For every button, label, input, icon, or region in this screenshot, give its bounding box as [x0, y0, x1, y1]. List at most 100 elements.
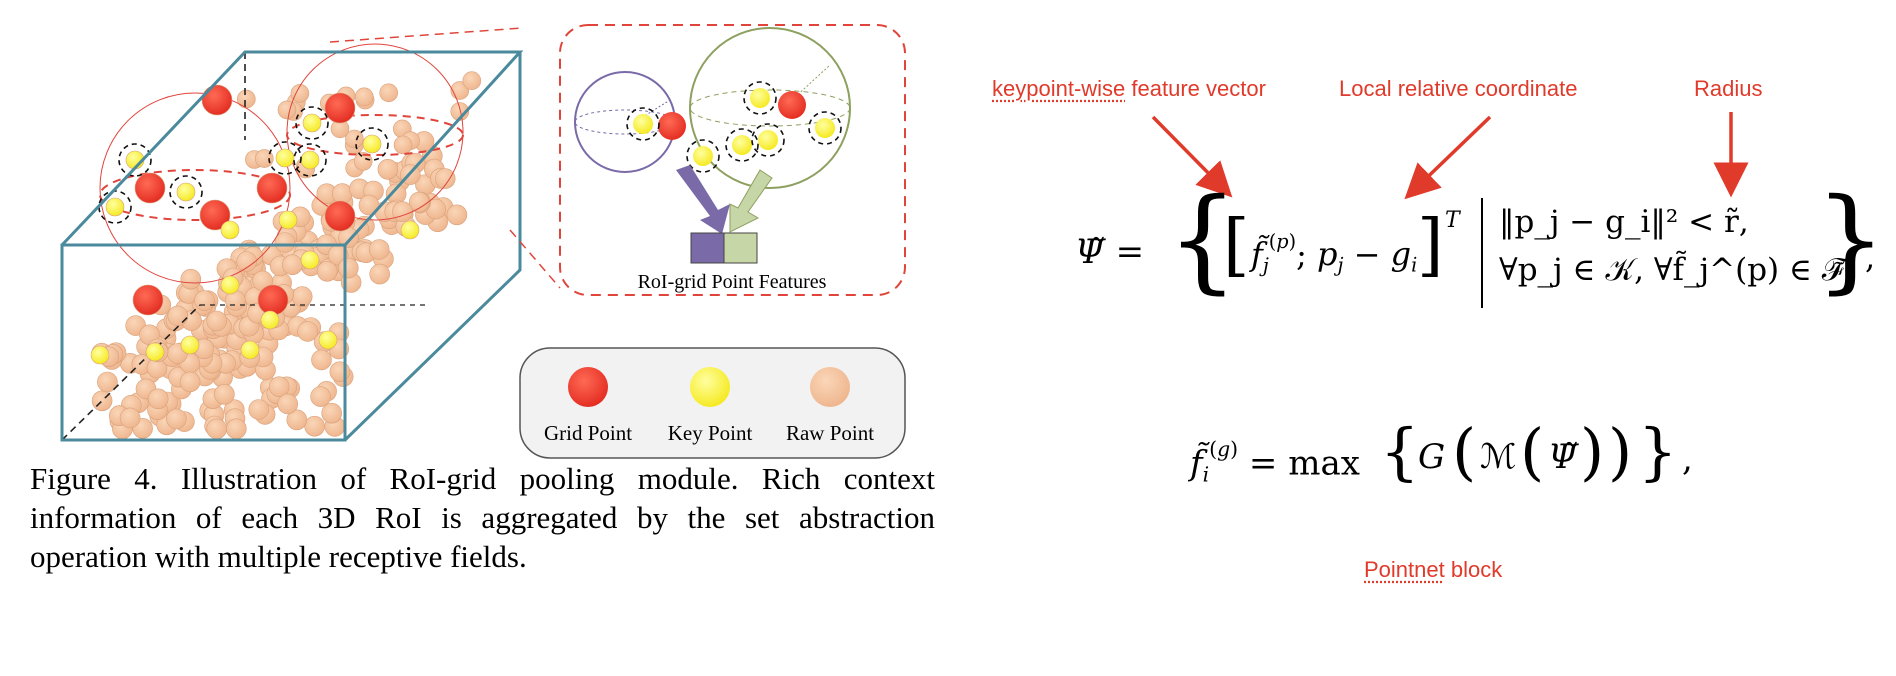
popout-connector: [329, 27, 523, 43]
eq2-psi: Ψ̃: [1548, 437, 1578, 477]
raw-point: [180, 268, 202, 290]
key-point: [176, 182, 196, 202]
raw-point: [290, 84, 310, 103]
raw-point: [345, 129, 364, 149]
raw-point: [286, 409, 308, 431]
eq2-left-brace: {: [1380, 415, 1420, 488]
key-point: [90, 345, 110, 365]
raw-point: [329, 361, 351, 383]
raw-point-cloud: [91, 71, 482, 440]
eq1-row2: ∀p_j ∈ 𝒦, ∀f̃_j^(p) ∈ ℱ̃: [1499, 252, 1845, 288]
eq2-comma: ,: [1682, 439, 1693, 479]
eq1-left-bracket: [: [1223, 206, 1250, 285]
key-point-highlight: [268, 141, 302, 175]
raw-point: [462, 71, 482, 91]
eq2-right-brace: }: [1638, 415, 1678, 488]
key-point-highlight: [169, 175, 203, 209]
key-point: [278, 210, 298, 230]
raw-point: [277, 100, 297, 120]
box-hidden-edge: [61, 304, 201, 441]
key-point: [145, 342, 165, 362]
grid-point: [201, 84, 233, 116]
feature-box-green: [723, 232, 758, 264]
raw-point: [297, 321, 318, 342]
raw-point: [277, 393, 298, 415]
key-point: [105, 197, 125, 217]
raw-point: [331, 183, 353, 204]
annotation-radius: Radius: [1694, 76, 1763, 101]
grid-point: [199, 199, 231, 231]
key-point: [300, 150, 320, 170]
raw-point: [379, 83, 399, 103]
raw-point: [248, 399, 270, 420]
popout-box: [559, 24, 906, 296]
raw-point: [147, 388, 169, 410]
receptive-field-sphere: [99, 92, 291, 284]
grid-and-key-points: [90, 84, 420, 365]
key-point: [300, 250, 320, 270]
raw-point: [369, 263, 391, 285]
eq1-lhs: Ψ̃ =: [1075, 232, 1145, 272]
raw-point: [304, 415, 325, 437]
raw-point: [226, 418, 247, 440]
raw-point: [194, 290, 215, 311]
annotation-pointnet-suffix: block: [1444, 557, 1503, 582]
grid-point: [658, 112, 686, 140]
equation-2: f̃i(g) = max { G ( ℳ ( Ψ̃ ) ) } ,: [1190, 415, 1790, 515]
raw-point: [316, 261, 338, 282]
annotation-keypoint-suffix: feature vector: [1125, 76, 1266, 101]
grid-point: [257, 284, 289, 316]
raw-point: [321, 402, 343, 424]
grid-point: [778, 91, 806, 119]
popout-key-points: [626, 81, 842, 173]
raw-point: [237, 89, 256, 109]
raw-point: [358, 194, 380, 216]
raw-point: [97, 371, 118, 393]
popout-label: RoI-grid Point Features: [638, 271, 827, 293]
eq1-right-brace: }: [1815, 175, 1887, 305]
legend-key-point-label: Key Point: [668, 421, 753, 445]
raw-point: [268, 376, 290, 398]
eq2-G: G: [1418, 437, 1446, 477]
raw-point: [354, 87, 374, 107]
raw-point: [368, 239, 390, 260]
eq2-lhs: f̃i(g) = max: [1190, 437, 1360, 487]
raw-point: [337, 257, 359, 279]
eq1-trailing-comma: ,: [1865, 238, 1876, 276]
feature-arrow-green: [729, 169, 773, 233]
eq1-transpose: T: [1445, 208, 1460, 233]
raw-point: [166, 408, 187, 430]
raw-point: [255, 149, 274, 168]
raw-point: [434, 168, 456, 189]
grid-point: [134, 172, 166, 204]
key-point: [240, 340, 260, 360]
arrow-local-coordinate: [1404, 115, 1492, 200]
eq2-M: ℳ: [1480, 437, 1517, 477]
legend-raw-point-label: Raw Point: [786, 421, 874, 445]
eq1-separator: [1481, 198, 1483, 308]
eq2-paren-close: ): [1608, 415, 1633, 488]
annotation-pointnet-prefix: Pointnet: [1364, 557, 1445, 582]
key-point: [302, 113, 322, 133]
key-point: [400, 220, 420, 240]
eq1-bracket-content: f̃j(p); pj − gi: [1251, 230, 1418, 277]
raw-point: [282, 254, 303, 275]
sphere-equator: [99, 169, 291, 221]
raw-point: [311, 349, 332, 371]
raw-point: [310, 386, 331, 407]
raw-point: [353, 152, 373, 171]
eq1-row1: ‖p_j − g_i‖² < r̃,: [1499, 204, 1749, 240]
popout-connector: [509, 229, 561, 289]
eq1-left-brace: {: [1167, 175, 1239, 305]
raw-point: [291, 286, 313, 307]
raw-point: [206, 310, 227, 332]
grid-point: [324, 92, 356, 124]
key-point: [275, 148, 295, 168]
key-point: [180, 335, 200, 355]
key-point: [318, 330, 338, 350]
annotation-local-coordinate: Local relative coordinate: [1339, 76, 1578, 101]
raw-point: [393, 135, 413, 155]
feature-box-purple: [690, 232, 725, 264]
raw-point: [167, 305, 189, 327]
raw-point: [236, 251, 257, 272]
